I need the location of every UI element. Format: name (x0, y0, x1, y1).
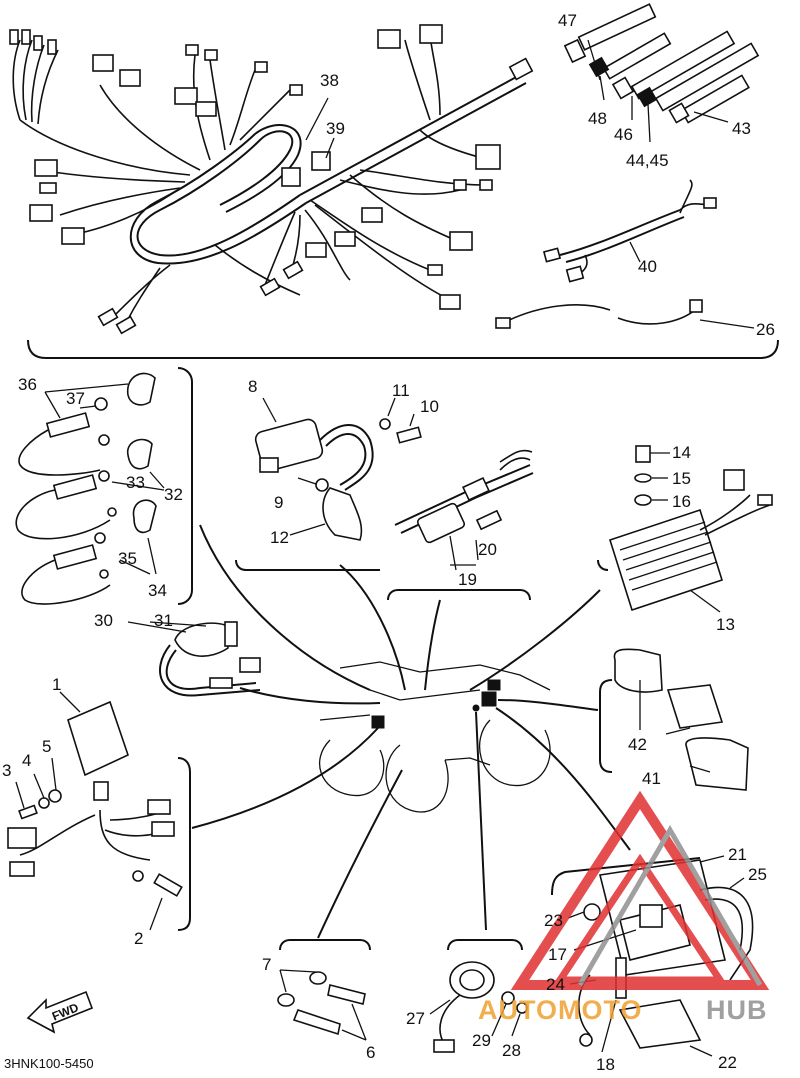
callout-23: 23 (544, 911, 563, 930)
callout-32: 32 (164, 485, 183, 504)
cable-ties (563, 3, 760, 143)
callout-4: 4 (22, 751, 31, 770)
callout-29: 29 (472, 1031, 491, 1050)
callout-36: 36 (18, 375, 37, 394)
callout-39: 39 (326, 119, 345, 138)
callout-10: 10 (420, 397, 439, 416)
callout-42: 42 (628, 735, 647, 754)
callout-14: 14 (672, 443, 691, 462)
callout-30: 30 (94, 611, 113, 630)
callout-8: 8 (248, 377, 257, 396)
watermark-text-gray: HUB (706, 995, 768, 1025)
switch-assembly-19 (394, 449, 534, 571)
fittings-6-7 (277, 969, 367, 1041)
covers-41-42 (613, 648, 749, 791)
callout-43: 43 (732, 119, 751, 138)
callout-18: 18 (596, 1055, 615, 1073)
drawing-code: 3HNK100-5450 (4, 1056, 94, 1071)
horn-lead-30 (127, 621, 261, 697)
callout-41: 41 (642, 769, 661, 788)
harness-bracket (27, 339, 779, 359)
callout-13: 13 (716, 615, 735, 634)
callout-24: 24 (546, 975, 565, 994)
callout-31: 31 (154, 611, 173, 630)
callout-6: 6 (366, 1043, 375, 1062)
sensor-group-32-37 (15, 367, 193, 605)
watermark-logo: AUTOMOTO HUB (478, 790, 770, 1025)
callout-22: 22 (718, 1053, 737, 1072)
callout-5: 5 (42, 737, 51, 756)
callout-44-45: 44,45 (626, 151, 669, 170)
callout-19: 19 (458, 570, 477, 589)
callout-20: 20 (478, 540, 497, 559)
lead-26 (495, 299, 755, 329)
callout-12: 12 (270, 528, 289, 547)
rectifier-regulator-13 (609, 445, 773, 613)
callout-46: 46 (614, 125, 633, 144)
callout-2: 2 (134, 929, 143, 948)
callout-33: 33 (126, 473, 145, 492)
callout-34: 34 (148, 581, 167, 600)
callout-28: 28 (502, 1041, 521, 1060)
callout-37: 37 (66, 389, 85, 408)
location-leaders (191, 524, 701, 951)
callout-3: 3 (2, 761, 11, 780)
fwd-label: FWD (50, 1000, 81, 1023)
callout-26: 26 (756, 320, 775, 339)
callout-7: 7 (262, 955, 271, 974)
callout-21: 21 (728, 845, 747, 864)
callout-47: 47 (558, 11, 577, 30)
callout-9: 9 (274, 493, 283, 512)
callout-27: 27 (406, 1009, 425, 1028)
callout-labels: 1 2 3 4 5 6 7 8 9 10 11 12 13 14 15 16 1… (2, 11, 775, 1074)
callout-25: 25 (748, 865, 767, 884)
main-wire-harness (9, 24, 534, 335)
callout-35: 35 (118, 549, 137, 568)
callout-1: 1 (52, 675, 61, 694)
relay-27 (429, 961, 528, 1053)
callout-40: 40 (638, 257, 657, 276)
callout-48: 48 (588, 109, 607, 128)
callout-39-leader (325, 137, 335, 159)
fwd-arrow: FWD (26, 990, 94, 1034)
ignition-coil-8 (254, 397, 422, 541)
sub-lead-40 (542, 179, 717, 283)
callout-38: 38 (320, 71, 339, 90)
callout-11: 11 (392, 381, 410, 400)
watermark-text-orange: AUTOMOTO (478, 995, 643, 1025)
callout-38-leader (305, 97, 329, 141)
callout-15: 15 (672, 469, 691, 488)
callout-16: 16 (672, 492, 691, 511)
callout-17: 17 (548, 945, 567, 964)
cdi-unit-1 (7, 691, 191, 931)
vehicle-outline (319, 661, 551, 813)
